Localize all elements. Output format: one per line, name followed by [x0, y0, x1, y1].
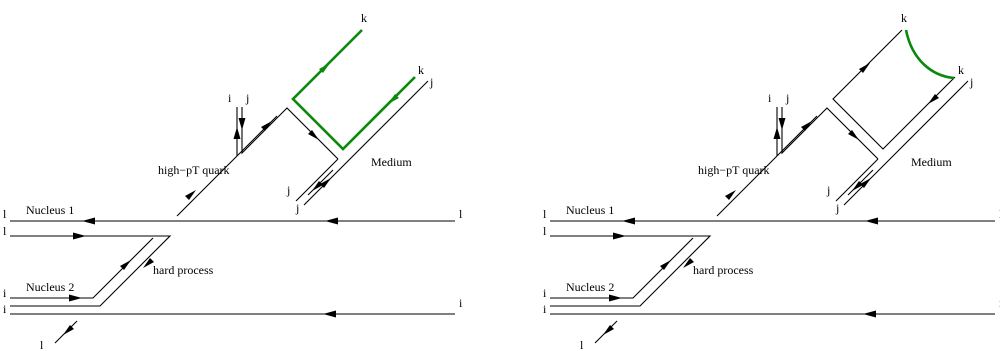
quark-line	[176, 155, 238, 217]
arrow-downleft	[388, 94, 399, 104]
arrow-upright	[801, 121, 812, 131]
arrow-left	[622, 217, 635, 225]
quark-line-upper	[241, 116, 279, 155]
label-j: j	[826, 183, 830, 197]
arrow-right	[69, 294, 82, 302]
quark-to-medium	[817, 107, 879, 160]
arrow-left	[82, 217, 95, 225]
arrow-downleft	[143, 258, 154, 268]
arrow-downleft	[928, 94, 939, 104]
label-i: i	[768, 91, 772, 105]
label-l: l	[40, 338, 44, 351]
nucleus1-label: Nucleus 1	[26, 203, 74, 217]
label-l: l	[580, 338, 584, 351]
arrow-downleft	[63, 325, 74, 335]
nucleus1-line-lower	[10, 235, 172, 307]
left-panel: l l l l i i i i j k k j j j Nucleus 1 Nu…	[3, 11, 463, 351]
arrow-left	[863, 310, 876, 318]
arrow-upright	[120, 260, 131, 270]
label-k: k	[901, 11, 907, 25]
label-l: l	[543, 224, 547, 238]
arrow-upright	[261, 121, 272, 131]
label-i: i	[459, 296, 463, 310]
label-l: l	[3, 224, 7, 238]
label-i: i	[3, 302, 7, 316]
arrow-downright	[848, 130, 859, 140]
arrow-upright	[860, 178, 871, 188]
label-j: j	[835, 201, 839, 215]
label-j: j	[286, 183, 290, 197]
arrow-downleft	[312, 181, 323, 191]
label-j: j	[429, 75, 433, 89]
label-i: i	[543, 302, 547, 316]
hard-process-label: hard process	[693, 263, 754, 277]
arrow-down	[778, 118, 786, 130]
arrow-downright	[308, 130, 319, 140]
arrow-downleft	[683, 258, 694, 268]
arrow-right	[73, 232, 86, 240]
label-l: l	[543, 207, 547, 221]
quark-label: high−pT quark	[698, 163, 770, 177]
nucleus2-line-upper	[550, 237, 694, 299]
arrow-up	[233, 127, 241, 139]
arrow-upright	[319, 63, 330, 73]
hard-process-label: hard process	[153, 263, 214, 277]
arrow-upright	[725, 190, 736, 200]
label-l: l	[3, 207, 7, 221]
quark-line	[716, 155, 778, 217]
label-i: i	[228, 91, 232, 105]
right-panel: l l l l i i i i j k k j j j Nucleus 1 Nu…	[543, 11, 1000, 351]
label-k: k	[958, 63, 964, 77]
arrow-right	[609, 294, 622, 302]
nucleus1-line-lower	[550, 235, 712, 307]
label-j: j	[295, 201, 299, 215]
label-j: j	[245, 91, 249, 105]
quark-to-medium	[277, 107, 339, 160]
arrow-upright	[320, 178, 331, 188]
label-j: j	[969, 75, 973, 89]
nucleus2-label: Nucleus 2	[26, 280, 74, 294]
arrow-upright	[660, 260, 671, 270]
green-string	[904, 29, 955, 80]
quark-line-upper	[781, 116, 819, 155]
arrow-left	[323, 310, 336, 318]
arrow-downleft	[603, 325, 614, 335]
label-j: j	[785, 91, 789, 105]
arrow-upright	[859, 63, 870, 73]
arrow-right	[613, 232, 626, 240]
label-i: i	[3, 286, 7, 300]
label-k: k	[361, 11, 367, 25]
label-l: l	[459, 207, 463, 221]
label-i: i	[543, 286, 547, 300]
arrow-down	[238, 118, 246, 130]
nucleus2-label: Nucleus 2	[566, 280, 614, 294]
medium-label: Medium	[371, 155, 412, 169]
arrow-downleft	[852, 181, 863, 191]
quark-label: high−pT quark	[158, 163, 230, 177]
nucleus1-label: Nucleus 1	[566, 203, 614, 217]
medium-label: Medium	[911, 155, 952, 169]
arrow-upright	[185, 190, 196, 200]
medium-line-1	[295, 158, 339, 202]
nucleus2-line-upper	[10, 237, 154, 299]
arrow-left	[325, 217, 338, 225]
medium-line-1	[835, 158, 879, 202]
label-k: k	[418, 63, 424, 77]
arrow-left	[865, 217, 878, 225]
arrow-up	[773, 127, 781, 139]
